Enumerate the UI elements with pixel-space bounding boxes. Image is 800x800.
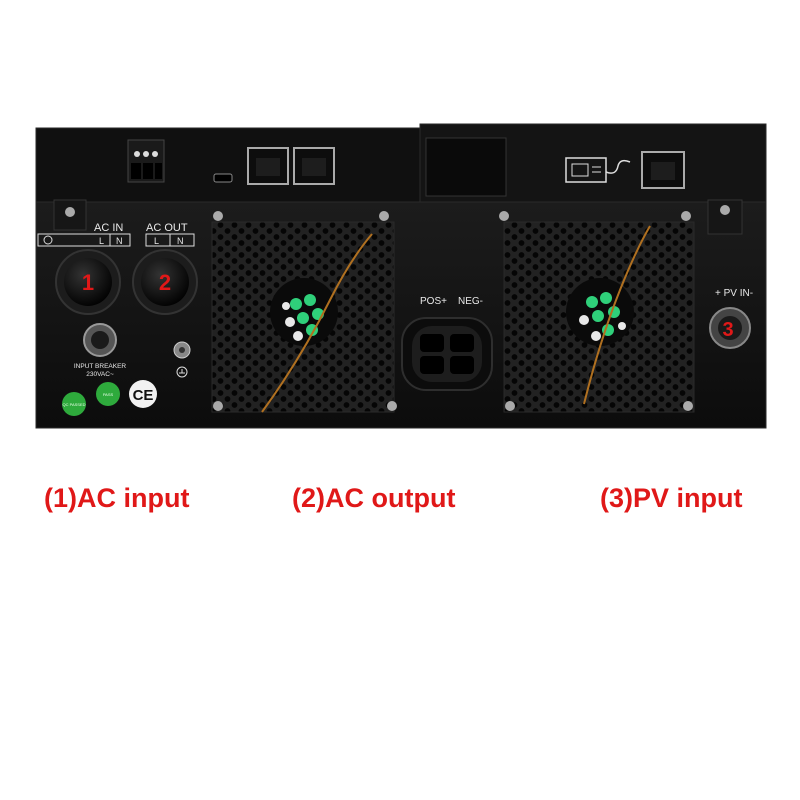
- ce-mark-text: CE: [133, 387, 154, 404]
- wifi-module-icon: [565, 157, 631, 183]
- qc-sticker-text: QC PASSED: [62, 402, 85, 407]
- rj45-port-icon[interactable]: [641, 151, 685, 189]
- battery-pos-label: POS+: [420, 296, 447, 307]
- ac-output-port[interactable]: 2: [132, 249, 198, 315]
- top-module-strip: [35, 123, 767, 203]
- ac-input-caption: (1)AC input: [44, 483, 190, 513]
- battery-neg-label: NEG-: [458, 296, 483, 307]
- breaker-label-line1: INPUT BREAKER: [74, 363, 127, 370]
- ac-output-caption: (2)AC output: [292, 483, 456, 513]
- rj45-port-icon[interactable]: [293, 147, 335, 185]
- qc-sticker: QC PASSED: [62, 392, 86, 416]
- ac-in-label: AC IN: [94, 222, 123, 234]
- fan-wire-left: [261, 233, 373, 413]
- breaker-label-line2: 230VAC~: [86, 371, 114, 378]
- ground-icon: [176, 366, 188, 378]
- pv-input-caption: (3)PV input: [600, 483, 743, 513]
- fan-icon: [566, 278, 634, 346]
- rj45-port-icon[interactable]: [247, 147, 289, 185]
- ac-out-terminal-l: L: [154, 236, 159, 246]
- ac-out-terminal-n: N: [177, 236, 184, 246]
- pv-input-marker: 3: [722, 319, 733, 341]
- ce-mark-icon: CE: [129, 380, 157, 408]
- ac-in-terminal-n: N: [116, 236, 123, 246]
- pv-input-port[interactable]: + PV IN- 3: [709, 288, 753, 349]
- ac-out-label: AC OUT: [146, 222, 188, 234]
- fan-icon: [270, 278, 338, 346]
- usb-port-icon[interactable]: [213, 173, 233, 183]
- pass-sticker: PASS: [96, 382, 120, 406]
- ground-terminal[interactable]: [173, 341, 191, 359]
- mounting-tab-right: [707, 199, 743, 235]
- pv-label: + PV IN-: [715, 288, 753, 299]
- pass-sticker-text: PASS: [103, 392, 114, 397]
- mounting-tab-left: [53, 199, 87, 231]
- ac-input-marker: 1: [82, 270, 94, 295]
- ac-input-port[interactable]: 1: [55, 249, 121, 315]
- ac-in-terminal-l: L: [99, 236, 104, 246]
- terminal-block-icon[interactable]: [127, 139, 165, 183]
- ac-terminal-labels: AC IN AC OUT L N L N: [37, 222, 195, 247]
- fan-wire-right: [583, 225, 651, 405]
- input-breaker[interactable]: INPUT BREAKER 230VAC~: [74, 323, 127, 378]
- ac-output-marker: 2: [159, 270, 171, 295]
- battery-connector[interactable]: POS+ NEG-: [401, 296, 493, 391]
